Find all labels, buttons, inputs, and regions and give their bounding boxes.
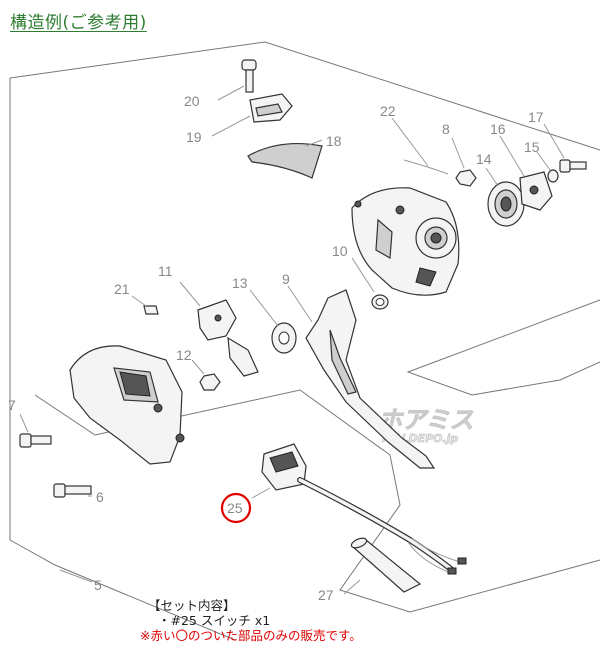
part-22-spring: [391, 117, 449, 175]
label-13: 13: [232, 275, 248, 291]
label-8: 8: [442, 121, 450, 137]
label-18: 18: [326, 133, 342, 149]
page-title: 構造例(ご参考用): [10, 13, 147, 33]
part-19-clamp: [211, 93, 293, 137]
part-18-plate: [247, 139, 323, 179]
label-19: 19: [186, 129, 202, 145]
part-10-oring: [351, 257, 389, 310]
label-7: 7: [8, 397, 16, 413]
part-27-pin: [343, 537, 422, 595]
part-20-bolt: [217, 59, 257, 101]
part-11-link: [179, 281, 259, 377]
label-17: 17: [528, 109, 544, 125]
base-plane-outline-right: [406, 299, 600, 396]
base-plane-outline: [9, 41, 600, 151]
part-13-washer: [249, 289, 297, 354]
part-8-nut: [451, 137, 477, 187]
part-7-screw: [19, 413, 52, 448]
label-6: 6: [96, 489, 104, 505]
label-27: 27: [318, 587, 334, 603]
part-9-trigger: [287, 285, 436, 469]
left-cover-housing: [69, 345, 185, 465]
set-contents-note: 【セット内容】 ・#25 スイッチ x1 ※赤い〇のついた部品のみの販売です。: [140, 598, 362, 643]
label-15: 15: [524, 139, 540, 155]
label-20: 20: [184, 93, 200, 109]
label-22: 22: [380, 103, 396, 119]
main-housing: [351, 187, 460, 296]
label-10: 10: [332, 243, 348, 259]
highlight-circle-25: [220, 492, 252, 524]
part-14-bearing: [485, 167, 525, 227]
label-21: 21: [114, 281, 130, 297]
part-15-washer: [536, 151, 559, 183]
label-9: 9: [282, 271, 290, 287]
label-5: 5: [94, 577, 102, 593]
part-17-screw: [543, 123, 587, 173]
label-25: 25: [227, 500, 243, 516]
part-12-nut: [191, 359, 221, 391]
part-5-leader: [59, 569, 93, 583]
note-item: ・#25 スイッチ x1: [158, 613, 271, 628]
label-16: 16: [490, 121, 506, 137]
part-6-screw: [53, 483, 92, 498]
watermark-main: ホアミス: [378, 406, 474, 434]
label-11: 11: [158, 263, 173, 279]
label-14: 14: [476, 151, 492, 167]
part-21-clip: [131, 295, 159, 315]
part-16-gear-plate: [499, 135, 553, 211]
note-remark: ※赤い〇のついた部品のみの販売です。: [140, 628, 362, 643]
note-heading: 【セット内容】: [148, 598, 236, 613]
base-plane-outline-left: [9, 78, 236, 641]
part-25-switch: [251, 443, 467, 575]
label-12: 12: [176, 347, 192, 363]
